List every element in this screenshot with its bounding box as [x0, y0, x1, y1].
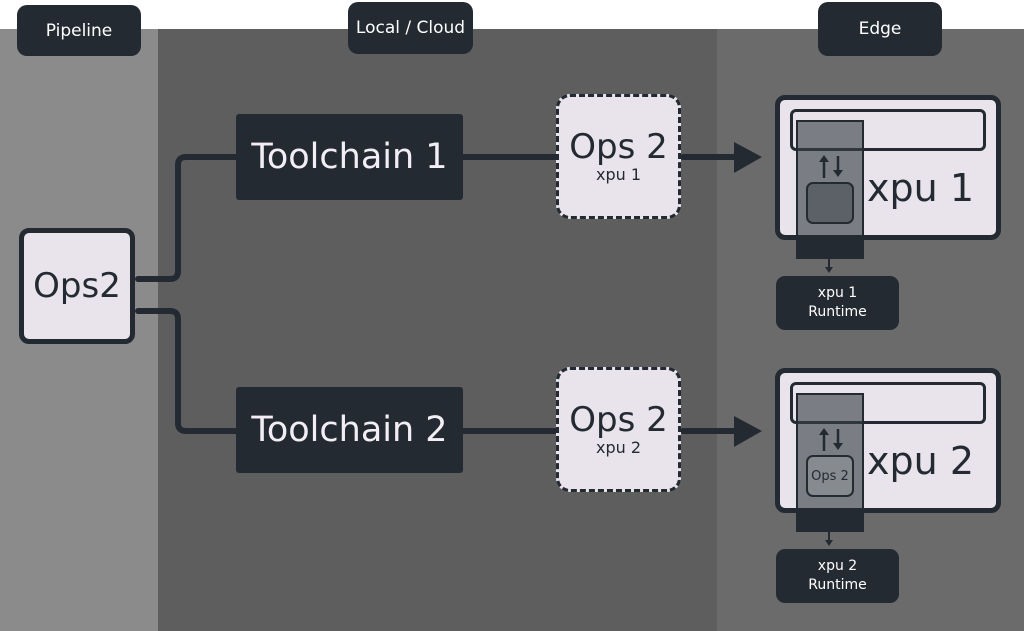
runtime-2-base — [798, 508, 862, 530]
artifact-2-title: Ops 2 — [569, 399, 668, 440]
runtime-2-overlay: Ops 2 — [796, 393, 864, 532]
toolchain-2-node: Toolchain 2 — [236, 387, 463, 473]
runtime-1-base — [798, 235, 862, 257]
device-2-label: xpu 2 — [867, 439, 974, 483]
runtime-1-label: Runtime — [808, 304, 867, 320]
runtime-1-chip — [806, 182, 854, 224]
arrowhead-device-2 — [734, 416, 762, 447]
artifact-1-title: Ops 2 — [569, 126, 668, 167]
pipeline-header: Pipeline — [17, 5, 141, 56]
source-ops2-node: Ops2 — [19, 228, 135, 344]
runtime-1-arrowhead — [825, 267, 833, 273]
up-down-arrows-icon — [819, 155, 843, 178]
up-down-arrows-icon — [819, 428, 843, 451]
device-1-label: xpu 1 — [867, 166, 974, 210]
runtime-1-device: xpu 1 — [817, 285, 858, 301]
runtime-2-chip: Ops 2 — [806, 455, 854, 497]
arrowhead-device-1 — [734, 142, 762, 173]
runtime-2-label: Runtime — [808, 577, 867, 593]
connector-source-to-toolchain-2 — [135, 308, 239, 434]
compiled-artifact-1: Ops 2 xpu 1 — [556, 94, 681, 219]
device-2-top-bar — [790, 382, 986, 424]
runtime-2-box: xpu 2 Runtime — [776, 549, 899, 603]
local-cloud-header: Local / Cloud — [348, 2, 473, 54]
toolchain-1-node: Toolchain 1 — [236, 114, 463, 200]
runtime-2-arrowhead — [825, 540, 833, 546]
compiled-artifact-2: Ops 2 xpu 2 — [556, 367, 681, 492]
artifact-1-target: xpu 1 — [595, 164, 642, 184]
runtime-1-overlay — [796, 120, 864, 259]
artifact-2-target: xpu 2 — [595, 437, 642, 457]
connector-source-to-toolchain-1 — [135, 154, 239, 282]
device-1-top-bar — [790, 109, 986, 151]
edge-header: Edge — [818, 2, 942, 56]
runtime-1-box: xpu 1 Runtime — [776, 276, 899, 330]
runtime-2-device: xpu 2 — [817, 558, 858, 574]
